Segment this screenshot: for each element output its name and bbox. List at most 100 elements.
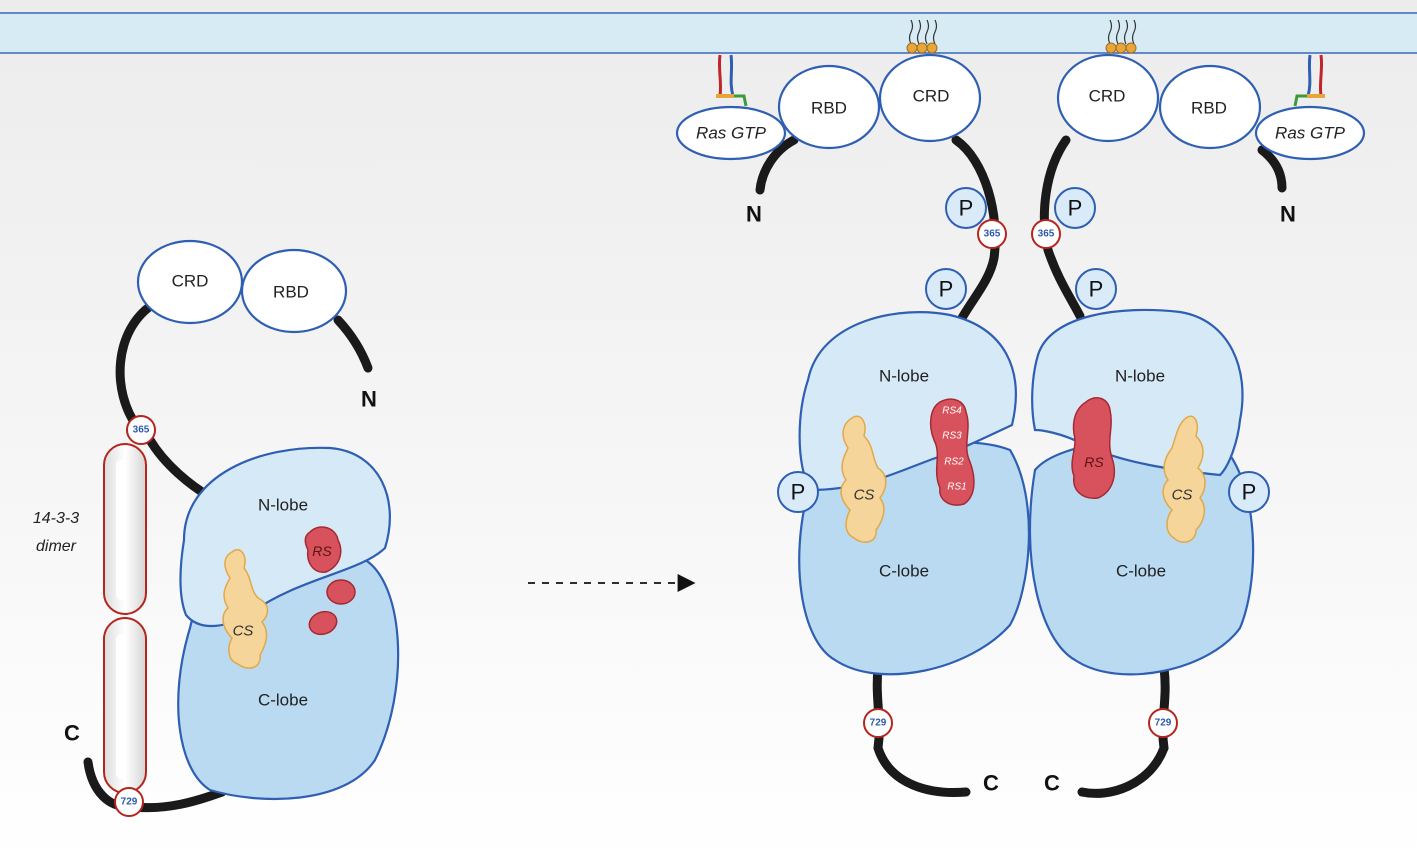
n-terminus-label: N	[746, 202, 762, 227]
site-365-label: 365	[984, 229, 1001, 240]
phospho-site	[1075, 268, 1117, 310]
n-terminus-label: N	[361, 387, 377, 412]
linker-chain	[951, 135, 1000, 323]
crd-domain	[1056, 53, 1160, 143]
linker-chain	[115, 300, 157, 433]
c-lobe-label: C-lobe	[258, 691, 308, 710]
plasma-membrane	[0, 13, 1417, 53]
linker-chain	[333, 315, 373, 373]
n-terminal-chain	[755, 135, 799, 195]
rbd-domain	[777, 64, 881, 150]
n-lobe-label: N-lobe	[879, 367, 929, 386]
active-raf-protomer-left: N-lobe C-lobe CS RS4 RS3 RS2 RS1 Ras GTP…	[675, 19, 1030, 797]
regulatory-spine-fragment	[308, 610, 338, 636]
rs4-label: RS4	[942, 406, 962, 417]
site-365	[126, 415, 156, 445]
site-365-label: 365	[133, 425, 150, 436]
phospho-site	[1054, 187, 1096, 229]
regulatory-spine	[1071, 397, 1116, 499]
lipid-anchor	[1107, 19, 1137, 45]
ras-anchor-red	[717, 54, 723, 97]
cs-label: CS	[233, 623, 254, 640]
c-terminus-label: C	[1044, 771, 1060, 796]
c-terminal-chain	[1077, 663, 1170, 798]
lipid-anchor	[908, 19, 938, 45]
autoinhibited-raf-monomer: 14-3-3 dimer N-lobe C-lobe CS RS CRD RBD…	[33, 239, 400, 817]
site-729-label: 729	[870, 718, 887, 729]
lipid-head	[1105, 42, 1117, 54]
phospho-site	[945, 187, 987, 229]
ras-anchor-blue	[1306, 54, 1312, 97]
phospho-label: P	[939, 277, 954, 302]
linker-chain	[145, 435, 215, 502]
phospho-label: P	[1068, 196, 1083, 221]
cs-label: CS	[1172, 487, 1193, 504]
site-729-label: 729	[121, 797, 138, 808]
c-lobe-label: C-lobe	[879, 562, 929, 581]
crd-label: CRD	[1089, 87, 1126, 106]
rbd-domain	[1158, 64, 1262, 150]
site-729	[1148, 708, 1178, 738]
lipid-head	[926, 42, 938, 54]
ras-anchor-green	[733, 94, 748, 107]
rs-label: RS	[1084, 454, 1104, 470]
n-terminal-chain	[1257, 145, 1287, 193]
14-3-3-dimer	[103, 443, 147, 794]
rs2-label: RS2	[944, 457, 964, 468]
site-729	[114, 787, 144, 817]
cs-label: CS	[854, 487, 875, 504]
c-terminus-label: C	[983, 771, 999, 796]
ras-anchor-green	[1293, 94, 1308, 107]
rs1-label: RS1	[947, 482, 966, 493]
ras-anchor-blue	[729, 54, 735, 97]
n-terminus-label: N	[1280, 202, 1296, 227]
crd-domain	[136, 239, 244, 325]
phospho-site	[925, 268, 967, 310]
ras-gtp	[675, 105, 787, 161]
phospho-label: P	[1089, 277, 1104, 302]
n-lobe-label: N-lobe	[258, 496, 308, 515]
lipid-head	[1125, 42, 1137, 54]
ras-gtp-label: Ras GTP	[696, 124, 767, 143]
lipid-head	[1115, 42, 1127, 54]
c-lobe-label: C-lobe	[1116, 562, 1166, 581]
site-365	[977, 219, 1007, 249]
ras-anchor-red	[1318, 54, 1324, 97]
crd-domain	[878, 53, 982, 143]
rbd-label: RBD	[1191, 99, 1227, 118]
rbd-label: RBD	[811, 99, 847, 118]
rbd-domain	[240, 248, 348, 334]
c-terminus-label: C	[64, 721, 80, 746]
active-raf-protomer-right: N-lobe C-lobe CS RS Ras GTP RBD CRD P P …	[1028, 19, 1366, 798]
phospho-site	[777, 471, 819, 513]
ras-gtp	[1254, 105, 1366, 161]
site-729-label: 729	[1155, 718, 1172, 729]
lipid-head	[916, 42, 928, 54]
regulatory-spine	[929, 398, 975, 506]
site-729	[863, 708, 893, 738]
phospho-label: P	[791, 480, 806, 505]
ras-anchor-link	[716, 94, 734, 98]
crd-label: CRD	[913, 87, 950, 106]
site-365-label: 365	[1038, 229, 1055, 240]
rs3-label: RS3	[942, 431, 962, 442]
c-terminal-chain	[872, 663, 971, 797]
dimer-label-line1: 14-3-3	[33, 510, 79, 527]
phospho-label: P	[1242, 480, 1257, 505]
catalytic-spine	[222, 548, 269, 669]
rs-label: RS	[312, 543, 332, 559]
n-lobe-label: N-lobe	[1115, 367, 1165, 386]
site-365	[1031, 219, 1061, 249]
regulatory-spine-fragment	[326, 579, 356, 605]
catalytic-spine	[1162, 415, 1206, 543]
crd-label: CRD	[172, 272, 209, 291]
phospho-label: P	[959, 196, 974, 221]
n-lobe	[1031, 308, 1244, 477]
ras-anchor-link	[1307, 94, 1325, 98]
linker-chain	[1039, 135, 1085, 321]
regulatory-spine	[304, 526, 342, 573]
lipid-head	[906, 42, 918, 54]
dimer-label-line2: dimer	[36, 538, 77, 555]
phospho-site	[1228, 471, 1270, 513]
